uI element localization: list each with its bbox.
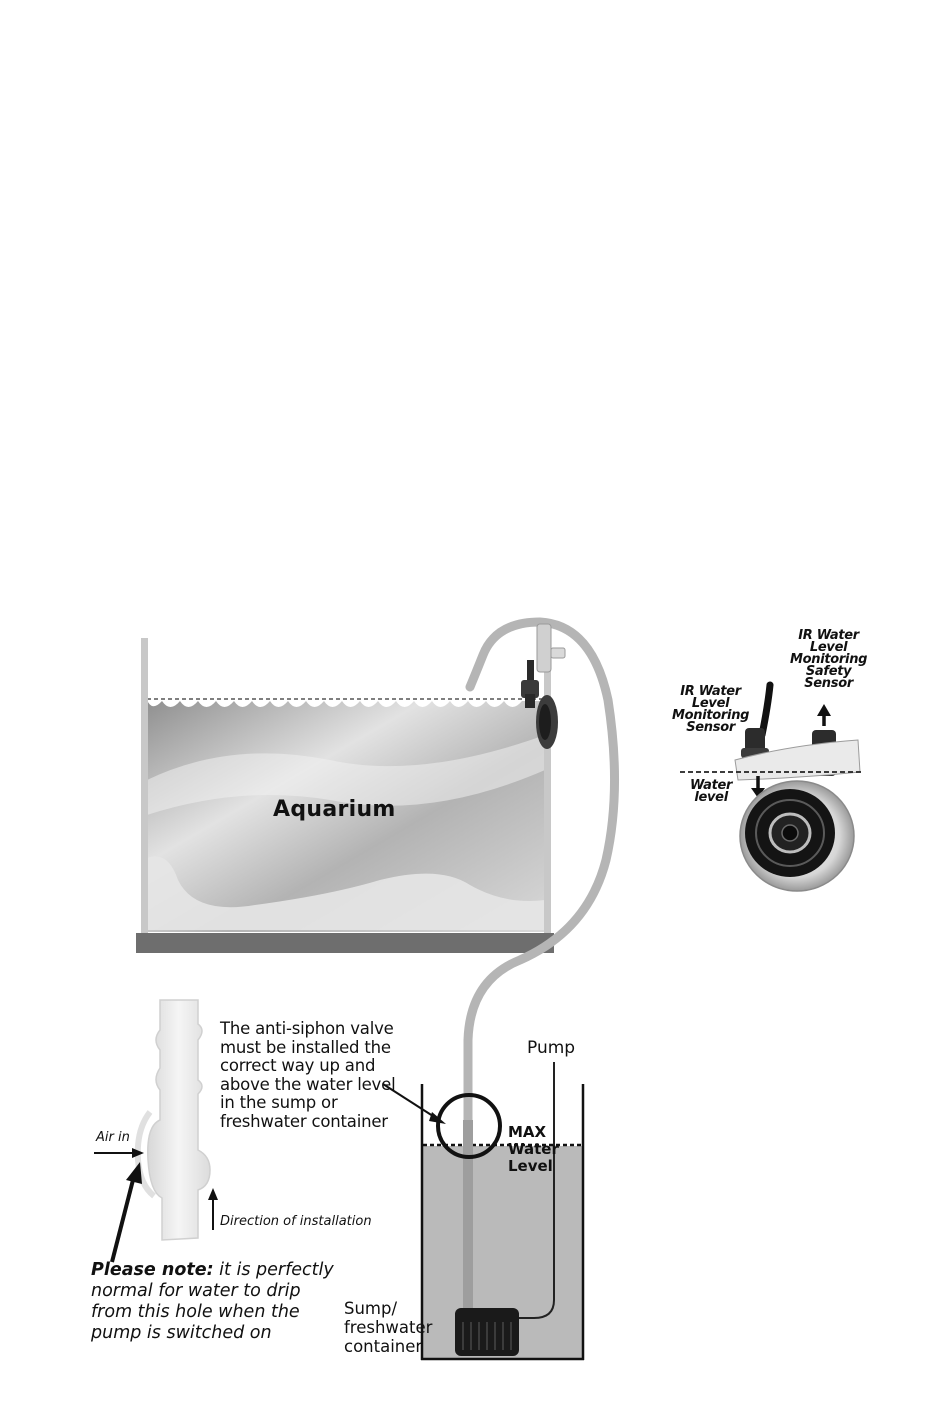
sump-label: Sump/ freshwater container bbox=[344, 1299, 432, 1356]
aquarium-tank bbox=[136, 638, 554, 953]
please-note-line: pump is switched on bbox=[91, 1323, 272, 1343]
valve-instruction-line: correct way up and bbox=[220, 1056, 376, 1075]
sensor-down-arrow bbox=[751, 776, 765, 798]
sump-label-line: freshwater bbox=[344, 1318, 433, 1337]
closeup-water-level-label-line: Water bbox=[690, 778, 733, 793]
direction-label: Direction of installation bbox=[220, 1214, 372, 1229]
ir-safety-sensor-label-line: Level bbox=[809, 640, 848, 655]
valve-instruction-text: The anti-siphon valve must be installed … bbox=[220, 1019, 396, 1131]
max-water-level-label: MAX Water Level bbox=[508, 1124, 559, 1175]
sump-label-line: container bbox=[344, 1337, 423, 1356]
ir-safety-sensor-label-line: Safety bbox=[805, 664, 852, 679]
sensor-up-arrow bbox=[817, 704, 831, 726]
max-water-level-line: MAX bbox=[508, 1123, 547, 1141]
valve-instruction-line: in the sump or bbox=[220, 1093, 338, 1112]
drip-hole-arrow bbox=[110, 1162, 142, 1263]
please-note-line-text: it is perfectly bbox=[213, 1260, 334, 1280]
ir-sensor-label-line: Level bbox=[691, 696, 730, 711]
valve-instruction-line: above the water level bbox=[220, 1074, 396, 1094]
aquarium-right-wall bbox=[544, 638, 551, 934]
valve-pointer-arrow bbox=[382, 1083, 446, 1124]
ir-sensor-label-line: IR Water bbox=[680, 684, 741, 699]
air-in-label: Air in bbox=[96, 1130, 130, 1145]
ir-safety-sensor-label-line: Monitoring bbox=[790, 652, 868, 667]
please-note-text: Please note: it is perfectly normal for … bbox=[91, 1260, 334, 1344]
ir-sensor-label-line: Monitoring bbox=[672, 708, 750, 723]
tank-sensor-clamp bbox=[521, 623, 566, 749]
aquarium-base bbox=[136, 933, 554, 953]
please-note-line: from this hole when the bbox=[91, 1302, 300, 1322]
sump-label-line: Sump/ bbox=[344, 1299, 398, 1318]
max-water-level-line: Water bbox=[508, 1140, 559, 1158]
please-note-line: Please note: it is perfectly bbox=[91, 1260, 334, 1281]
max-water-level-line: Level bbox=[508, 1157, 553, 1175]
pump-label: Pump bbox=[527, 1038, 576, 1058]
valve-instruction-line: freshwater container bbox=[220, 1111, 388, 1131]
air-in-arrow bbox=[94, 1148, 144, 1158]
anti-siphon-valve bbox=[134, 999, 211, 1241]
valve-instruction-line: must be installed the bbox=[220, 1037, 391, 1057]
ir-safety-sensor-label-line: IR Water bbox=[798, 628, 859, 643]
valve-instruction-line: The anti-siphon valve bbox=[220, 1019, 394, 1038]
aquarium-left-wall bbox=[141, 638, 148, 934]
ir-sensor-label-line: Sensor bbox=[686, 720, 735, 735]
please-note-heading: Please note: bbox=[91, 1260, 214, 1280]
ir-sensor-label: IR Water Level Monitoring Sensor bbox=[672, 684, 750, 735]
return-tube bbox=[463, 617, 620, 1130]
aquarium-sand bbox=[147, 856, 545, 930]
direction-arrow bbox=[208, 1188, 218, 1230]
closeup-water-level-label: Water level bbox=[690, 778, 733, 805]
sensor-closeup bbox=[680, 681, 862, 892]
ir-safety-sensor-label: IR Water Level Monitoring Safety Sensor bbox=[790, 628, 868, 691]
ir-safety-sensor-label-line: Sensor bbox=[804, 676, 853, 691]
please-note-line: normal for water to drip bbox=[91, 1281, 301, 1301]
aquarium-label: Aquarium bbox=[273, 797, 396, 822]
pump-body bbox=[455, 1308, 519, 1356]
pump-cable bbox=[510, 1062, 555, 1319]
closeup-water-level-label-line: level bbox=[694, 790, 728, 805]
valve-highlight-circle bbox=[436, 1093, 502, 1159]
